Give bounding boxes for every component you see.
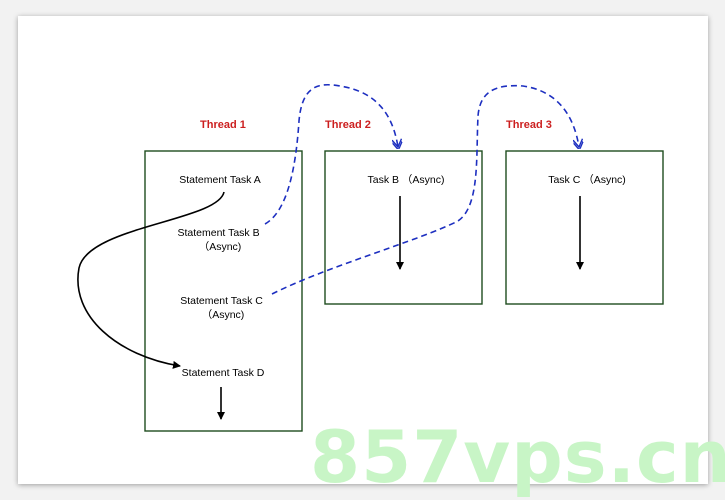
watermark-text: 857vps.cn (310, 415, 725, 499)
async-arrow-task-c (271, 84, 579, 295)
thread-1-label: Thread 1 (200, 119, 246, 131)
thread-diagram: 857vps.cn Thread 1 Thread 2 Thread 3 Sta… (77, 83, 725, 499)
async-arrow-task-b (264, 83, 398, 225)
thread-2-label: Thread 2 (325, 119, 371, 131)
diagram-canvas: 857vps.cn Thread 1 Thread 2 Thread 3 Sta… (18, 16, 725, 499)
thread-3-label: Thread 3 (506, 119, 552, 131)
task-b-label: Statement Task B （Async) (177, 227, 262, 253)
task-c-label: Statement Task C （Async) (180, 295, 266, 321)
task-a-label: Statement Task A (179, 174, 261, 186)
flow-arrow-a-to-d (77, 191, 225, 369)
task-d-label: Statement Task D (182, 367, 265, 379)
thread-3-box (505, 150, 664, 305)
thread-2-box (324, 150, 483, 305)
thread-1-box (144, 150, 303, 432)
thread-3-task-label: Task C （Async) (548, 174, 626, 186)
thread-2-task-label: Task B （Async) (367, 174, 444, 186)
